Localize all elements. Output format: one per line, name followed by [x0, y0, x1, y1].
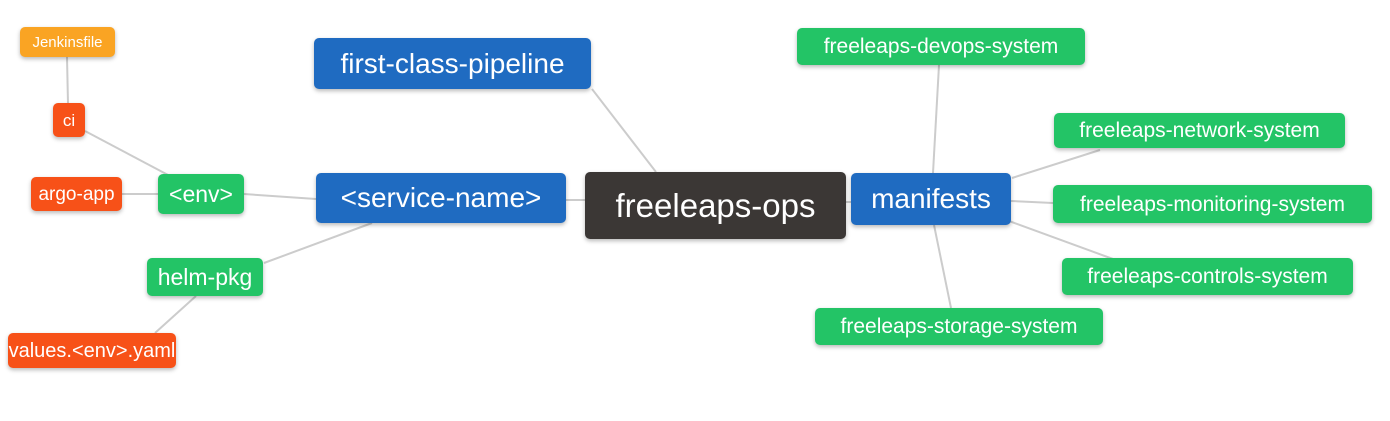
edge-ci-env [84, 130, 171, 177]
edge-pipeline-freeleaps-ops [591, 88, 657, 173]
edge-helm-pkg-service-name [263, 222, 373, 264]
node-freeleaps-devops-system[interactable]: freeleaps-devops-system [797, 28, 1085, 65]
node-first-class-pipeline[interactable]: first-class-pipeline [314, 38, 591, 89]
node-helm-pkg[interactable]: helm-pkg [147, 258, 263, 296]
node-values-env-yaml[interactable]: values.<env>.yaml [8, 333, 176, 368]
node-jenkinsfile[interactable]: Jenkinsfile [20, 27, 115, 57]
node-service-name[interactable]: <service-name> [316, 173, 566, 223]
edge-manifests-storage-system [933, 224, 952, 309]
edge-manifests-devops-system [932, 64, 940, 174]
edge-manifests-controls-system [1008, 220, 1114, 260]
node-freeleaps-monitoring-system[interactable]: freeleaps-monitoring-system [1053, 185, 1372, 223]
node-manifests[interactable]: manifests [851, 173, 1011, 225]
edge-manifests-network-system [1011, 149, 1101, 179]
edge-env-service-name [243, 193, 317, 200]
node-env[interactable]: <env> [158, 174, 244, 214]
node-argo-app[interactable]: argo-app [31, 177, 122, 211]
node-ci[interactable]: ci [53, 103, 85, 137]
edge-values-helm-pkg [154, 295, 197, 334]
node-freeleaps-network-system[interactable]: freeleaps-network-system [1054, 113, 1345, 148]
edge-manifests-monitoring-system [1010, 200, 1054, 204]
edge-jenkinsfile-ci [66, 56, 69, 105]
node-freeleaps-storage-system[interactable]: freeleaps-storage-system [815, 308, 1103, 345]
node-freeleaps-controls-system[interactable]: freeleaps-controls-system [1062, 258, 1353, 295]
node-freeleaps-ops[interactable]: freeleaps-ops [585, 172, 846, 239]
